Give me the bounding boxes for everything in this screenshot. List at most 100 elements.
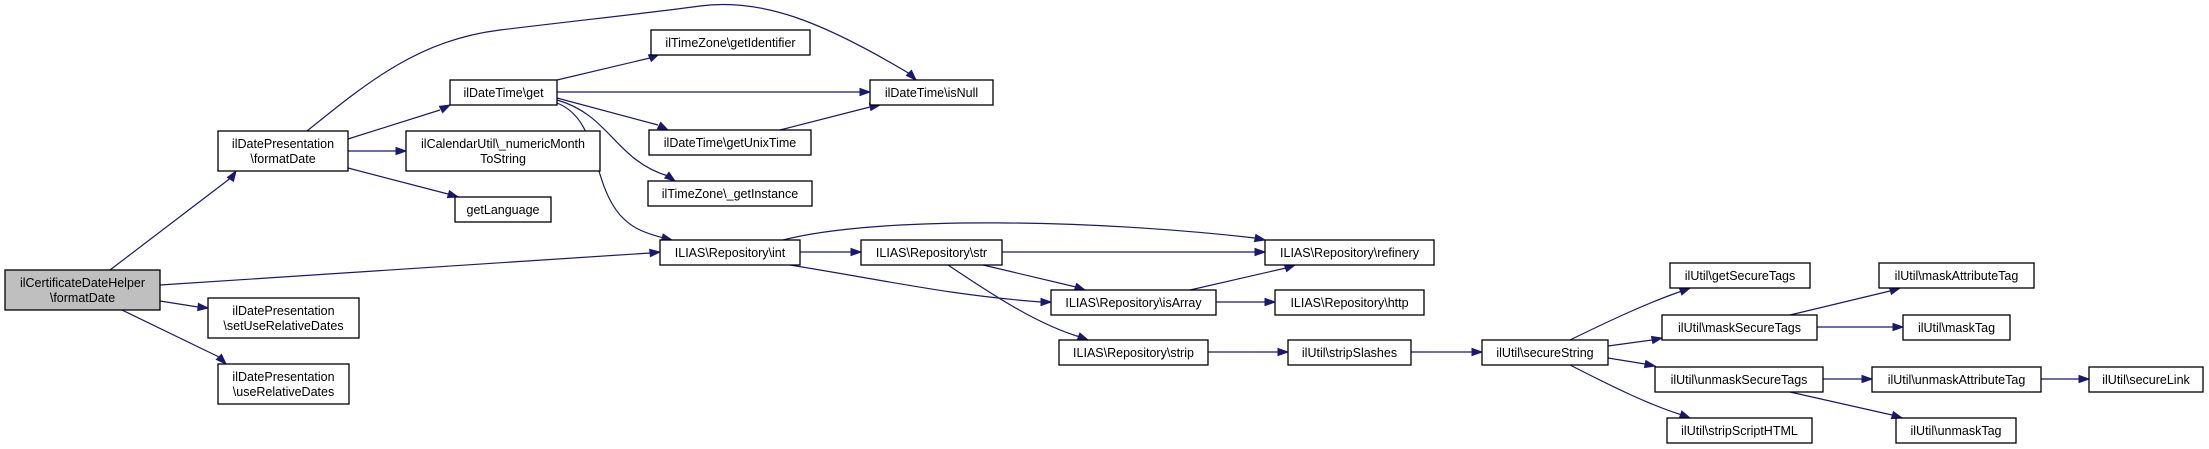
node-box[interactable] [1871,366,2042,393]
node-box[interactable] [1902,314,2011,341]
node-label: ilUtil\getSecureTags [1685,269,1795,283]
graph-node[interactable]: ilUtil\stripScriptHTML [1666,417,1813,444]
arrowhead-icon [905,69,918,82]
node-label: ILIAS\Repository\strip [1073,346,1194,360]
node-label: \formatDate [50,291,115,305]
node-box[interactable] [1050,289,1217,316]
arrowhead-icon [850,247,863,257]
graph-node[interactable]: ILIAS\Repository\isArray [1050,289,1217,316]
graph-node[interactable]: ilTimeZone\getIdentifier [650,29,811,56]
graph-node[interactable]: ilUtil\maskTag [1902,314,2011,341]
edge-line [556,57,651,81]
edge-line [347,109,441,140]
edge-line [779,106,871,131]
edge-n0-to-n11 [159,248,662,286]
node-label: ilUtil\unmaskSecureTags [1671,373,1808,387]
edge-n17-to-n18 [1411,347,1484,357]
edge-n0-to-n3 [121,309,228,366]
node-label: ilDatePresentation [232,304,334,318]
node-box[interactable] [207,297,360,339]
graph-node[interactable]: ILIAS\Repository\refinery [1264,239,1435,266]
nodes-layer: ilCertificateDateHelper\formatDate ilDate… [4,29,2204,444]
node-label: ILIAS\Repository\int [675,246,786,260]
node-box[interactable] [1878,262,2035,289]
graph-node[interactable]: ilDatePresentation\useRelativeDates [217,363,350,405]
node-box[interactable] [217,130,349,172]
node-box[interactable] [449,79,558,106]
graph-node[interactable]: ILIAS\Repository\http [1274,289,1425,316]
arrowhead-icon [395,146,408,156]
graph-node[interactable]: ilDateTime\isNull [869,79,994,106]
root-node[interactable]: ilCertificateDateHelper\formatDate [4,269,161,311]
edge-n4-to-n7 [556,53,661,81]
arrowhead-icon [1253,233,1267,243]
node-label: ilTimeZone\getIdentifier [665,36,795,50]
edge-line [947,264,1081,338]
node-label: ILIAS\Repository\refinery [1280,246,1420,260]
node-box[interactable] [1481,339,1609,366]
graph-node[interactable]: ilUtil\secureString [1481,339,1609,366]
arrowhead-icon [649,248,662,258]
graph-node[interactable]: ilUtil\unmaskSecureTags [1654,366,1824,393]
edge-line [1789,290,1891,316]
edge-n4-to-n10 [556,99,677,182]
graph-node[interactable]: ilDateTime\get [449,79,558,106]
graph-node[interactable]: ilUtil\getSecureTags [1669,262,1811,289]
node-box[interactable] [4,269,161,311]
arrowhead-icon [1277,347,1290,357]
node-box[interactable] [454,196,552,223]
edge-line [556,102,665,239]
node-label: ILIAS\Repository\http [1290,296,1408,310]
node-box[interactable] [1264,239,1435,266]
node-label: ilUtil\secureString [1496,346,1593,360]
graph-node[interactable]: ILIAS\Repository\str [860,239,1003,266]
graph-node[interactable]: ILIAS\Repository\int [659,239,801,266]
graph-node[interactable]: ilDatePresentation\formatDate [217,130,349,172]
graph-node[interactable]: ilDateTime\getUnixTime [648,129,812,156]
graph-node[interactable]: ilUtil\maskSecureTags [1661,314,1818,341]
edge-n1-to-n8 [306,3,918,132]
edge-line [789,264,1042,303]
node-box[interactable] [1666,417,1813,444]
edge-line [556,97,659,126]
arrowhead-icon [1264,297,1277,307]
graph-node[interactable]: ilTimeZone\_getInstance [647,180,813,207]
graph-node[interactable]: ilUtil\secureLink [2088,366,2204,393]
arrowhead-icon [1643,359,1657,369]
graph-node[interactable]: ilUtil\stripSlashes [1287,339,1412,366]
node-box[interactable] [1654,366,1824,393]
graph-node[interactable]: ilUtil\unmaskAttributeTag [1871,366,2042,393]
edge-line [306,3,911,132]
node-box[interactable] [648,129,812,156]
node-box[interactable] [405,130,601,172]
node-box[interactable] [217,363,350,405]
graph-node[interactable]: ilUtil\maskAttributeTag [1878,262,2035,289]
edge-n14-to-n15 [1216,297,1277,307]
node-box[interactable] [860,239,1003,266]
node-box[interactable] [1669,262,1811,289]
node-box[interactable] [1287,339,1412,366]
arrowhead-icon [1073,282,1087,291]
node-box[interactable] [2088,366,2204,393]
node-box[interactable] [1058,339,1209,366]
edge-n1-to-n6 [347,167,460,199]
edge-n18-to-n21 [1607,357,1657,369]
arrowhead-icon [215,353,228,366]
graph-node[interactable]: ILIAS\Repository\strip [1058,339,1209,366]
node-box[interactable] [1895,417,2017,444]
node-box[interactable] [1274,289,1425,316]
node-label: ilUtil\stripScriptHTML [1681,424,1798,438]
graph-node[interactable]: ilUtil\unmaskTag [1895,417,2017,444]
node-box[interactable] [869,79,994,106]
graph-node[interactable]: ilDatePresentation\setUseRelativeDates [207,297,360,339]
node-box[interactable] [659,239,801,266]
edge-line [121,309,220,358]
edge-n4-to-n8 [557,87,872,97]
node-label: getLanguage [467,203,540,217]
node-box[interactable] [647,180,813,207]
graph-node[interactable]: getLanguage [454,196,552,223]
node-box[interactable] [650,29,811,56]
node-box[interactable] [1661,314,1818,341]
arrowhead-icon [446,189,460,199]
